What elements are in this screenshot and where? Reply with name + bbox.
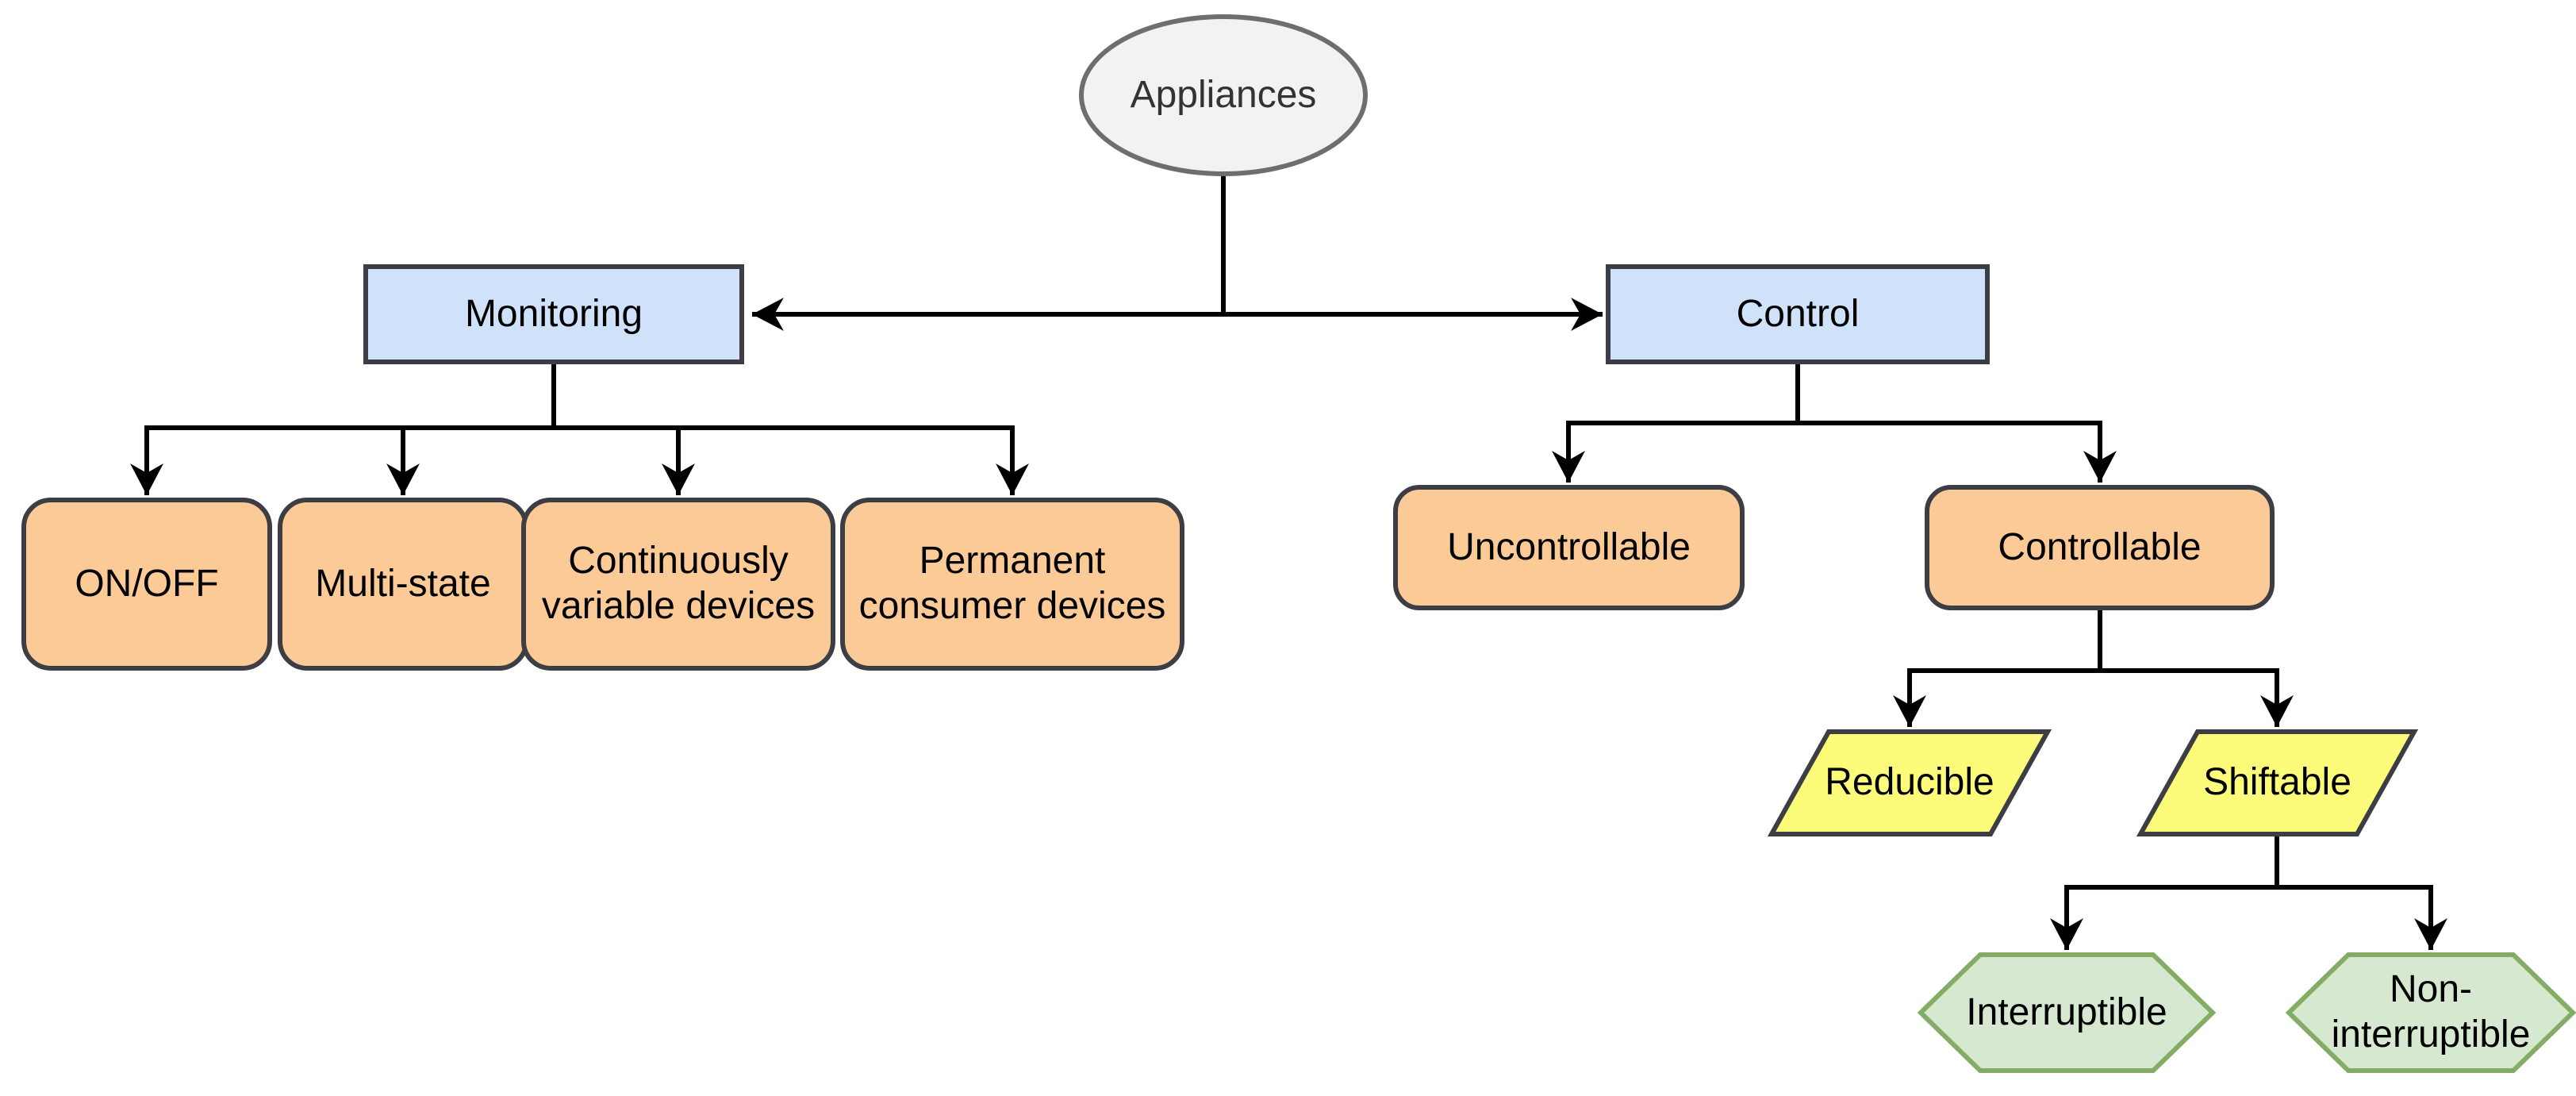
control-box xyxy=(1606,264,1990,364)
shiftable-parallelogram xyxy=(2136,729,2419,836)
multistate-box xyxy=(278,498,528,671)
controllable-box xyxy=(1925,485,2275,610)
uncontrollable-box xyxy=(1393,485,1745,610)
connector-edges xyxy=(130,172,2447,950)
appliances-ellipse xyxy=(1079,14,1368,176)
permanent-consumer-box xyxy=(840,498,1184,671)
monitoring-box xyxy=(363,264,744,364)
onoff-box xyxy=(21,498,272,671)
non-interruptible-hexagon xyxy=(2285,952,2576,1073)
interruptible-hexagon xyxy=(1917,952,2217,1073)
reducible-parallelogram xyxy=(1767,729,2052,836)
continuously-variable-box xyxy=(521,498,835,671)
